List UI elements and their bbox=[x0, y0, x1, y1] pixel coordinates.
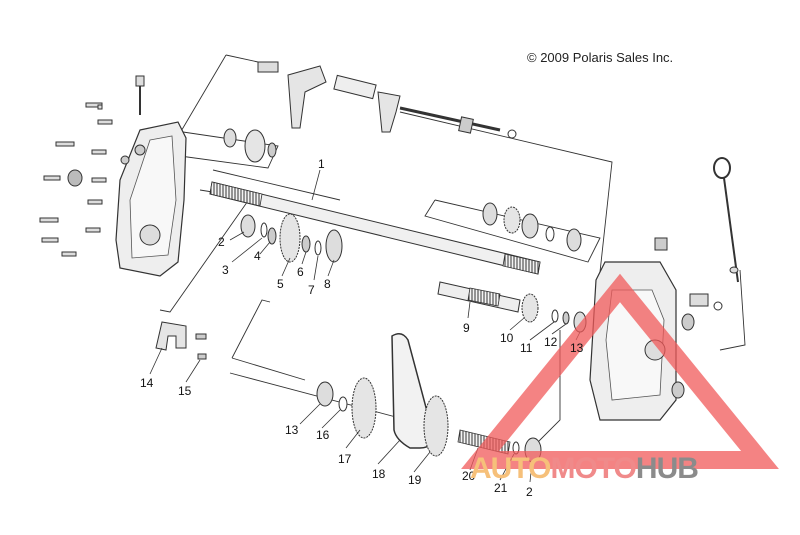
lower-drive-assembly bbox=[316, 333, 542, 463]
callout-19: 19 bbox=[408, 473, 422, 487]
callout-13-lower: 13 bbox=[285, 423, 299, 437]
callout-17: 17 bbox=[338, 452, 352, 466]
left-bolts bbox=[39, 102, 113, 257]
watermark-logo: AUTOMOTOHUB bbox=[470, 452, 699, 486]
callout-21: 21 bbox=[494, 481, 508, 495]
bracket-14-15 bbox=[155, 321, 207, 360]
watermark-auto: AUTO bbox=[470, 452, 551, 485]
upper-gear-set-right bbox=[482, 202, 582, 252]
callout-9: 9 bbox=[463, 321, 470, 335]
main-shaft bbox=[209, 181, 541, 275]
callout-16: 16 bbox=[316, 428, 330, 442]
copyright-text: © 2009 Polaris Sales Inc. bbox=[527, 50, 674, 65]
callout-8: 8 bbox=[324, 277, 331, 291]
upper-gear-set-left bbox=[223, 128, 277, 163]
callout-10: 10 bbox=[500, 331, 514, 345]
callout-2-lower: 2 bbox=[526, 485, 533, 499]
watermark-hub: HUB bbox=[635, 452, 699, 485]
shaft-9 bbox=[437, 281, 521, 313]
callout-14: 14 bbox=[140, 376, 154, 390]
right-gear-cluster bbox=[521, 293, 587, 333]
callout-13-right: 13 bbox=[570, 341, 584, 355]
shift-fork-assembly bbox=[257, 61, 517, 139]
callout-2: 2 bbox=[218, 235, 225, 249]
callout-7: 7 bbox=[308, 283, 315, 297]
callout-4: 4 bbox=[254, 249, 261, 263]
callout-5: 5 bbox=[277, 277, 284, 291]
middle-gear-cluster bbox=[240, 213, 343, 263]
callout-3: 3 bbox=[222, 263, 229, 277]
watermark-moto: MOTO bbox=[550, 452, 636, 485]
callout-20: 20 bbox=[462, 469, 476, 483]
callout-12: 12 bbox=[544, 335, 558, 349]
callout-15: 15 bbox=[178, 384, 192, 398]
callout-6: 6 bbox=[297, 265, 304, 279]
callout-1: 1 bbox=[318, 157, 325, 171]
left-housing bbox=[115, 75, 187, 277]
callout-18: 18 bbox=[372, 467, 386, 481]
watermark-triangle bbox=[461, 273, 779, 469]
callout-11: 11 bbox=[520, 341, 533, 355]
dipstick bbox=[713, 157, 739, 283]
